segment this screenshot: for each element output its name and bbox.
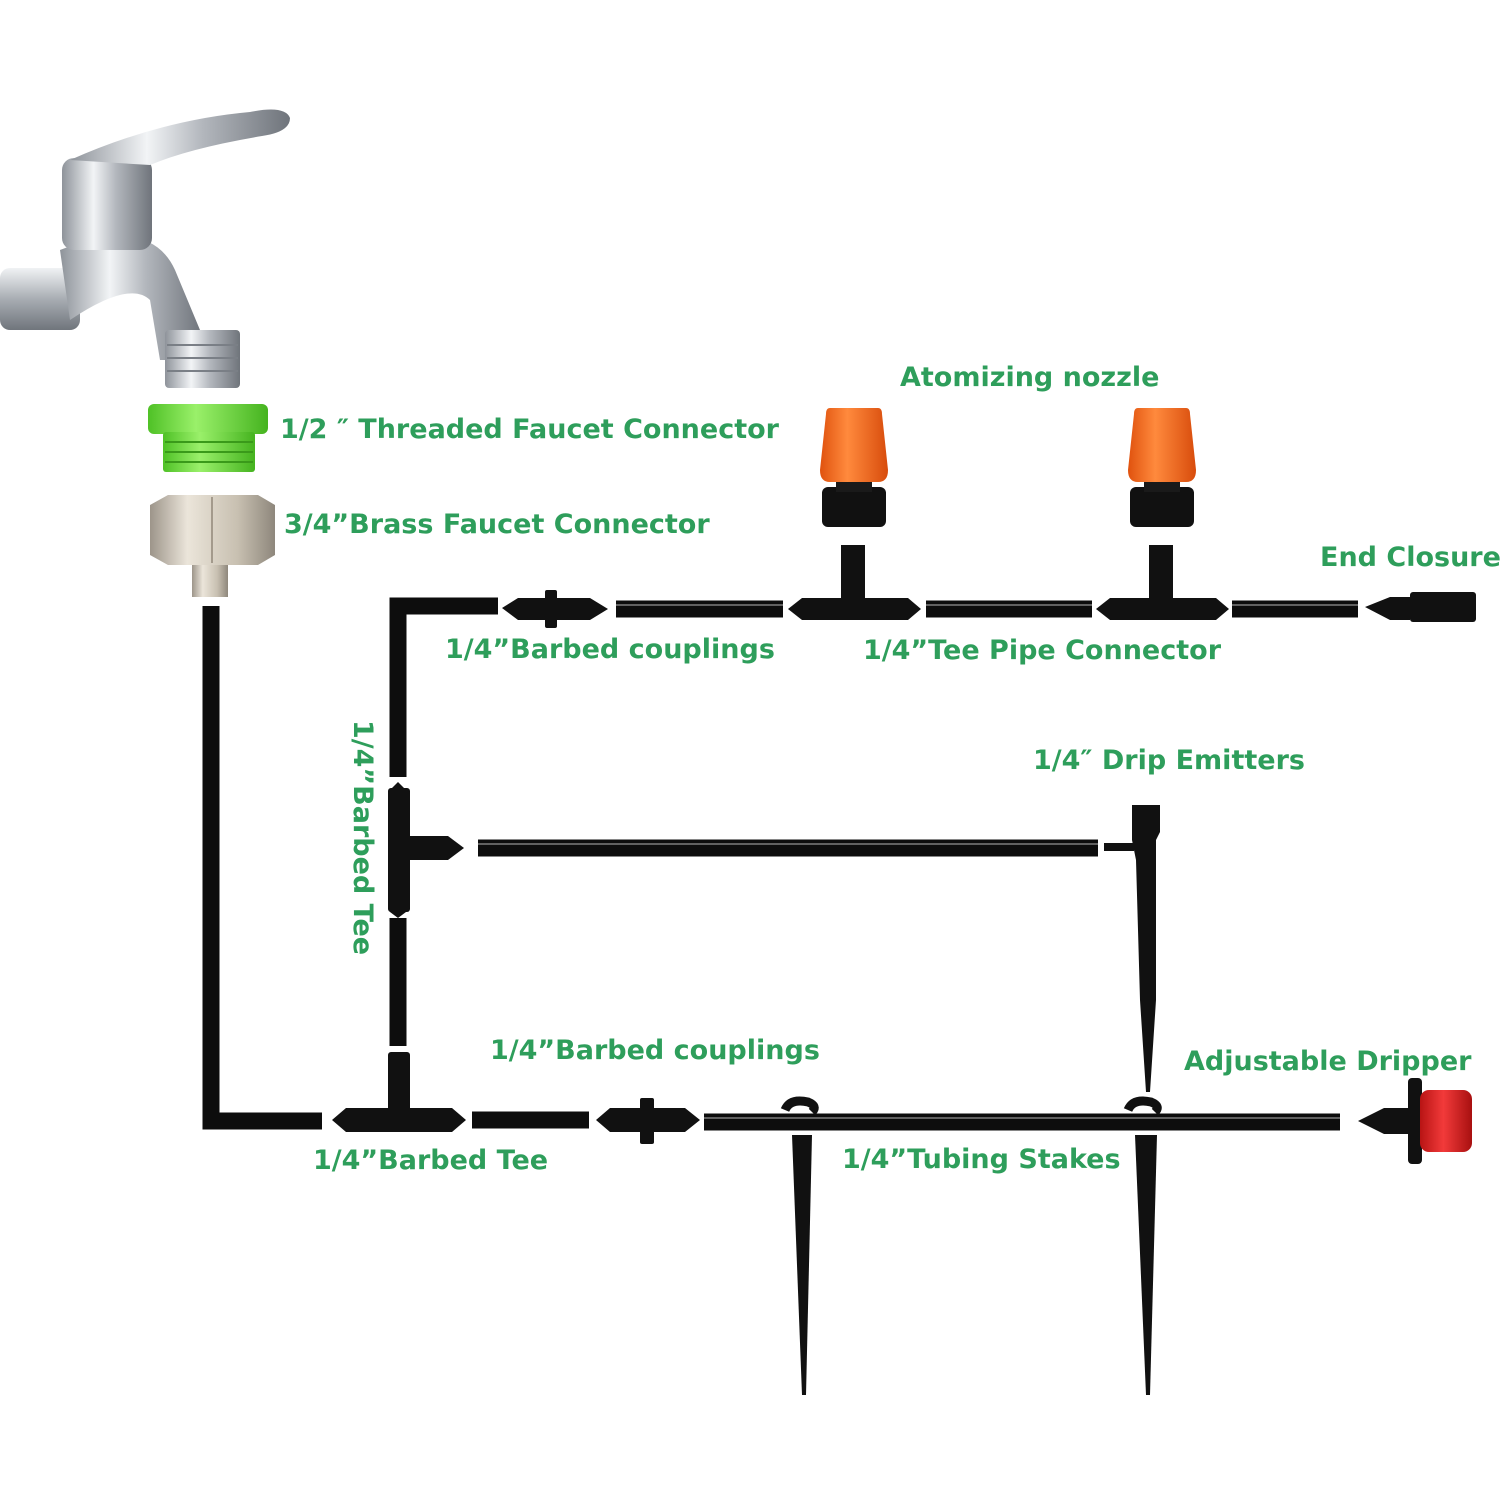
label-threaded-faucet-connector: 1/2 ″ Threaded Faucet Connector	[280, 414, 779, 445]
label-adjustable-dripper: Adjustable Dripper	[1184, 1046, 1472, 1077]
atomizing-nozzle-2-part	[1128, 408, 1196, 527]
faucet-inlet-pipe	[0, 268, 80, 330]
label-tee-pipe-connector: 1/4”Tee Pipe Connector	[863, 635, 1222, 666]
label-drip-emitters: 1/4″ Drip Emitters	[1033, 745, 1305, 776]
barbed-tee-vertical-part	[388, 782, 464, 918]
barbed-coupling-top-part	[502, 590, 608, 628]
barbed-tee-bottom-part	[332, 1052, 466, 1132]
tee-connector-1-part	[788, 545, 921, 620]
label-barbed-tee-vertical: 1/4”Barbed Tee	[347, 720, 378, 956]
label-barbed-couplings-bottom: 1/4”Barbed couplings	[490, 1035, 820, 1066]
label-tubing-stakes: 1/4”Tubing Stakes	[842, 1144, 1121, 1175]
tube-main-feed	[202, 606, 322, 1130]
tubing-network	[202, 597, 1358, 1131]
tee-connector-2-part	[1096, 545, 1229, 620]
label-barbed-couplings-top: 1/4”Barbed couplings	[445, 634, 775, 665]
label-atomizing-nozzle: Atomizing nozzle	[900, 362, 1160, 393]
label-end-closure: End Closure	[1320, 542, 1500, 573]
faucet	[0, 109, 290, 388]
threaded-faucet-connector-part	[148, 404, 268, 472]
brass-faucet-connector-part	[150, 495, 275, 597]
tube-upper-riser	[389, 597, 498, 777]
label-barbed-tee-bottom: 1/4”Barbed Tee	[313, 1145, 549, 1176]
tubing-stake-1-part	[780, 1096, 819, 1395]
adjustable-dripper-part	[1358, 1078, 1472, 1164]
tubing-stake-2-part	[1123, 1096, 1162, 1395]
label-brass-faucet-connector: 3/4”Brass Faucet Connector	[284, 509, 710, 540]
faucet-lever-handle	[70, 109, 290, 165]
faucet-valve	[62, 158, 152, 250]
atomizing-nozzle-1-part	[820, 408, 888, 527]
barbed-coupling-bottom-part	[596, 1098, 700, 1144]
faucet-thread-lines	[167, 344, 238, 372]
drip-emitter-part	[1104, 805, 1160, 1092]
end-closure-part	[1365, 592, 1476, 622]
faucet-body	[60, 236, 203, 360]
